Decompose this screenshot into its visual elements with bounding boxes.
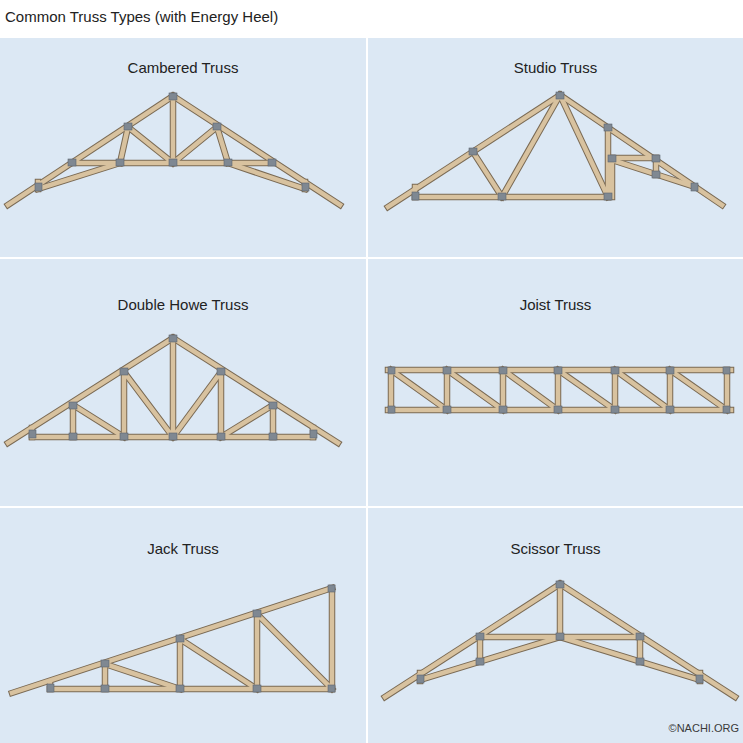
gusset-plate xyxy=(388,367,395,374)
gusset-plate xyxy=(476,633,484,640)
gusset-plate xyxy=(101,660,109,667)
gusset-plate xyxy=(666,367,674,374)
truss-panel: Cambered Truss xyxy=(0,38,366,257)
gusset-plate xyxy=(636,658,644,665)
gusset-plate xyxy=(636,633,644,640)
panel-heading: Jack Truss xyxy=(147,540,219,557)
gusset-plate xyxy=(556,92,564,99)
gusset-plate xyxy=(666,406,674,413)
jack-truss xyxy=(12,588,332,693)
gusset-plate xyxy=(47,684,54,692)
gusset-plate xyxy=(120,368,128,375)
gusset-plate xyxy=(29,430,36,438)
panel-heading: Joist Truss xyxy=(520,296,592,313)
gusset-plate xyxy=(269,433,277,440)
gusset-plate xyxy=(101,685,109,692)
studio-truss xyxy=(388,95,722,207)
gusset-plate xyxy=(253,685,261,692)
gusset-plate xyxy=(499,367,507,374)
gusset-plate xyxy=(269,402,277,409)
gusset-plate xyxy=(556,581,564,588)
gusset-plate xyxy=(696,675,703,683)
gusset-plate xyxy=(69,433,77,440)
gusset-plate xyxy=(443,406,451,413)
panel-heading: Scissor Truss xyxy=(510,540,600,557)
gusset-plate xyxy=(69,402,77,409)
gusset-plates xyxy=(29,92,730,692)
gusset-plate xyxy=(328,685,335,692)
gusset-plate xyxy=(213,123,221,130)
panel-heading: Double Howe Truss xyxy=(118,296,249,313)
jack-truss xyxy=(12,588,332,693)
truss-panel: Jack Truss xyxy=(0,508,366,743)
scissor-truss xyxy=(385,584,735,697)
gusset-plate xyxy=(169,93,177,100)
panel-heading: Cambered Truss xyxy=(128,59,239,76)
gusset-plate xyxy=(604,193,612,200)
truss-panel: Studio Truss xyxy=(368,38,743,257)
gusset-plate xyxy=(120,433,128,440)
gusset-plate xyxy=(253,610,261,617)
gusset-plate xyxy=(556,633,564,640)
gusset-plate xyxy=(417,675,424,683)
gusset-plate xyxy=(604,124,612,131)
gusset-plate xyxy=(691,183,698,191)
gusset-plate xyxy=(176,635,184,642)
gusset-plate xyxy=(554,406,562,413)
studio-truss xyxy=(388,95,722,207)
gusset-plate xyxy=(169,159,177,166)
double-howe-truss xyxy=(8,338,338,443)
cambered-truss xyxy=(8,96,340,205)
gusset-plate xyxy=(443,367,451,374)
gusset-plate xyxy=(302,183,309,191)
gusset-plate xyxy=(652,171,660,178)
truss-panel: Scissor Truss xyxy=(368,508,743,743)
gusset-plate xyxy=(388,406,395,413)
gusset-plate xyxy=(310,430,317,438)
gusset-plate xyxy=(608,155,616,162)
gusset-plate xyxy=(116,159,124,166)
gusset-plate xyxy=(476,658,484,665)
gusset-plate xyxy=(498,193,506,200)
joist-truss xyxy=(388,370,731,410)
gusset-plate xyxy=(611,406,619,413)
gusset-plate xyxy=(652,155,660,162)
gusset-plate xyxy=(412,192,419,200)
copyright-watermark: ©NACHI.ORG xyxy=(669,722,739,734)
gusset-plate xyxy=(176,685,184,692)
gusset-plate xyxy=(328,585,335,592)
panel-heading: Studio Truss xyxy=(514,59,597,76)
truss-lumber xyxy=(8,95,735,697)
gusset-plate xyxy=(723,406,730,413)
gusset-plate xyxy=(469,148,477,155)
gusset-plate xyxy=(217,368,225,375)
gusset-plate xyxy=(217,433,225,440)
truss-panel: Joist Truss xyxy=(368,259,743,506)
gusset-plate xyxy=(169,335,177,342)
gusset-plate xyxy=(499,406,507,413)
gusset-plate xyxy=(723,367,730,374)
scissor-truss xyxy=(385,584,735,697)
gusset-plate xyxy=(268,159,276,166)
joist-truss xyxy=(388,370,731,410)
double-howe-truss xyxy=(8,338,338,443)
gusset-plate xyxy=(124,123,132,130)
gusset-plate xyxy=(554,367,562,374)
cambered-truss xyxy=(8,96,340,205)
gusset-plate xyxy=(224,159,232,166)
truss-panel: Double Howe Truss xyxy=(0,259,366,506)
truss-outline xyxy=(8,95,735,697)
gusset-plate xyxy=(169,433,177,440)
gusset-plate xyxy=(68,159,76,166)
gusset-plate xyxy=(35,183,42,191)
gusset-plate xyxy=(611,367,619,374)
diagram-title: Common Truss Types (with Energy Heel) xyxy=(5,8,278,25)
